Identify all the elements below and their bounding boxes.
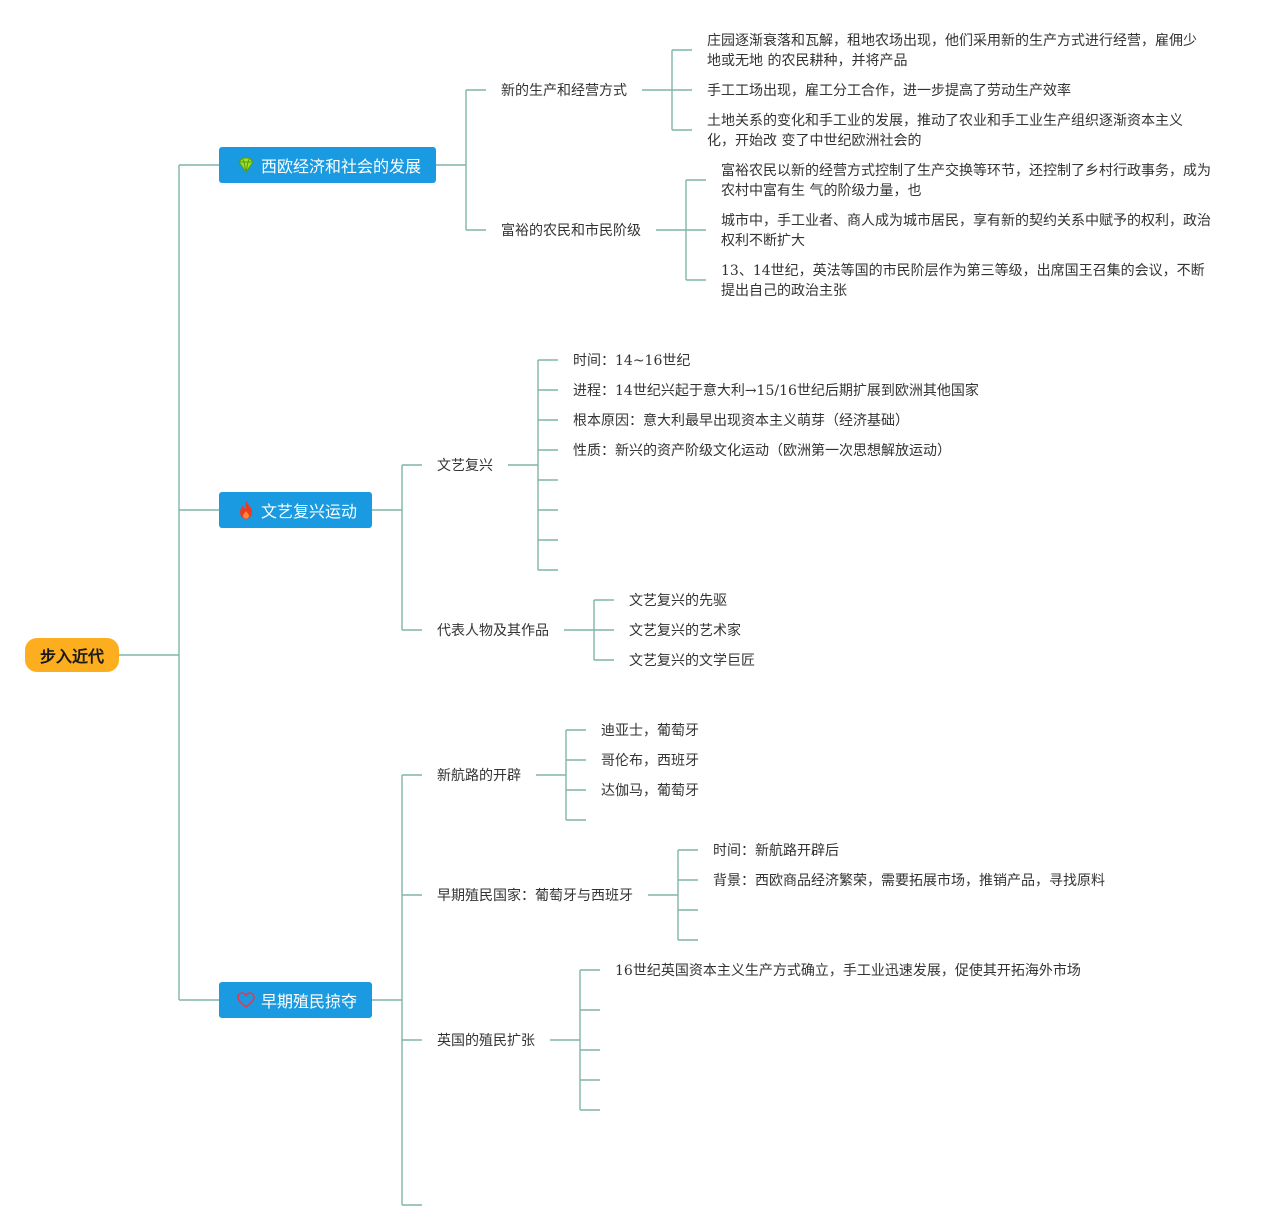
leaf-item[interactable]: 文艺复兴的艺术家 [629, 623, 741, 639]
topic-new-production[interactable]: 新的生产和经营方式 [501, 83, 627, 99]
heart-icon [236, 990, 256, 1010]
leaf-item[interactable]: 哥伦布，西班牙 [601, 753, 699, 769]
leaf-item[interactable]: 背景：西欧商品经济繁荣，需要拓展市场，推销产品，寻找原料 [713, 873, 1105, 889]
leaf-item[interactable]: 进程：14世纪兴起于意大利→15/16世纪后期扩展到欧洲其他国家 [573, 383, 979, 399]
root-node[interactable]: 步入近代 [25, 638, 119, 672]
leaf-item[interactable]: 13、14世纪，英法等国的市民阶层作为第三等级，出席国王召集的会议，不断提出自己… [721, 263, 1205, 299]
leaf-item[interactable]: 迪亚士，葡萄牙 [601, 723, 699, 739]
leaf-item[interactable]: 性质：新兴的资产阶级文化运动（欧洲第一次思想解放运动） [573, 443, 951, 459]
branch-label: 西欧经济和社会的发展 [261, 157, 422, 176]
topic-new-routes[interactable]: 新航路的开辟 [437, 768, 521, 784]
leaf-item[interactable]: 富裕农民以新的经营方式控制了生产交换等环节，还控制了乡村行政事务，成为农村中富有… [721, 163, 1211, 199]
leaf-item[interactable]: 根本原因：意大利最早出现资本主义萌芽（经济基础） [573, 413, 909, 429]
diamond-icon [236, 155, 256, 175]
leaf-item[interactable]: 16世纪英国资本主义生产方式确立，手工业迅速发展，促使其开拓海外市场 [615, 963, 1081, 979]
leaf-item[interactable]: 时间：14~16世纪 [573, 353, 691, 369]
topic-british-expansion[interactable]: 英国的殖民扩张 [437, 1033, 535, 1049]
leaf-item[interactable]: 达伽马，葡萄牙 [601, 783, 699, 799]
branch-node-economy[interactable]: 西欧经济和社会的发展 [219, 147, 436, 183]
topic-renaissance[interactable]: 文艺复兴 [437, 458, 493, 474]
leaf-item[interactable]: 城市中，手工业者、商人成为城市居民，享有新的契约关系中赋予的权利，政治权利不断扩… [721, 213, 1211, 249]
leaf-item[interactable]: 文艺复兴的文学巨匠 [629, 653, 755, 669]
leaf-item[interactable]: 文艺复兴的先驱 [629, 593, 727, 609]
topic-representatives[interactable]: 代表人物及其作品 [437, 623, 549, 639]
leaf-item[interactable]: 庄园逐渐衰落和瓦解，租地农场出现，他们采用新的生产方式进行经营，雇佣少地或无地 … [707, 33, 1197, 69]
leaf-item[interactable]: 手工工场出现，雇工分工合作，进一步提高了劳动生产效率 [707, 83, 1071, 99]
leaf-item[interactable]: 土地关系的变化和手工业的发展，推动了农业和手工业生产组织逐渐资本主义化，开始改 … [707, 113, 1183, 149]
topic-wealthy-farmers[interactable]: 富裕的农民和市民阶级 [501, 223, 641, 239]
branch-node-colonial[interactable]: 早期殖民掠夺 [219, 982, 372, 1018]
branch-node-renaissance[interactable]: 文艺复兴运动 [219, 492, 372, 528]
branch-label: 早期殖民掠夺 [261, 992, 358, 1011]
fire-icon [236, 500, 256, 520]
leaf-item[interactable]: 时间：新航路开辟后 [713, 843, 839, 859]
topic-early-colonial-states[interactable]: 早期殖民国家：葡萄牙与西班牙 [437, 888, 633, 904]
branch-label: 文艺复兴运动 [261, 502, 358, 521]
